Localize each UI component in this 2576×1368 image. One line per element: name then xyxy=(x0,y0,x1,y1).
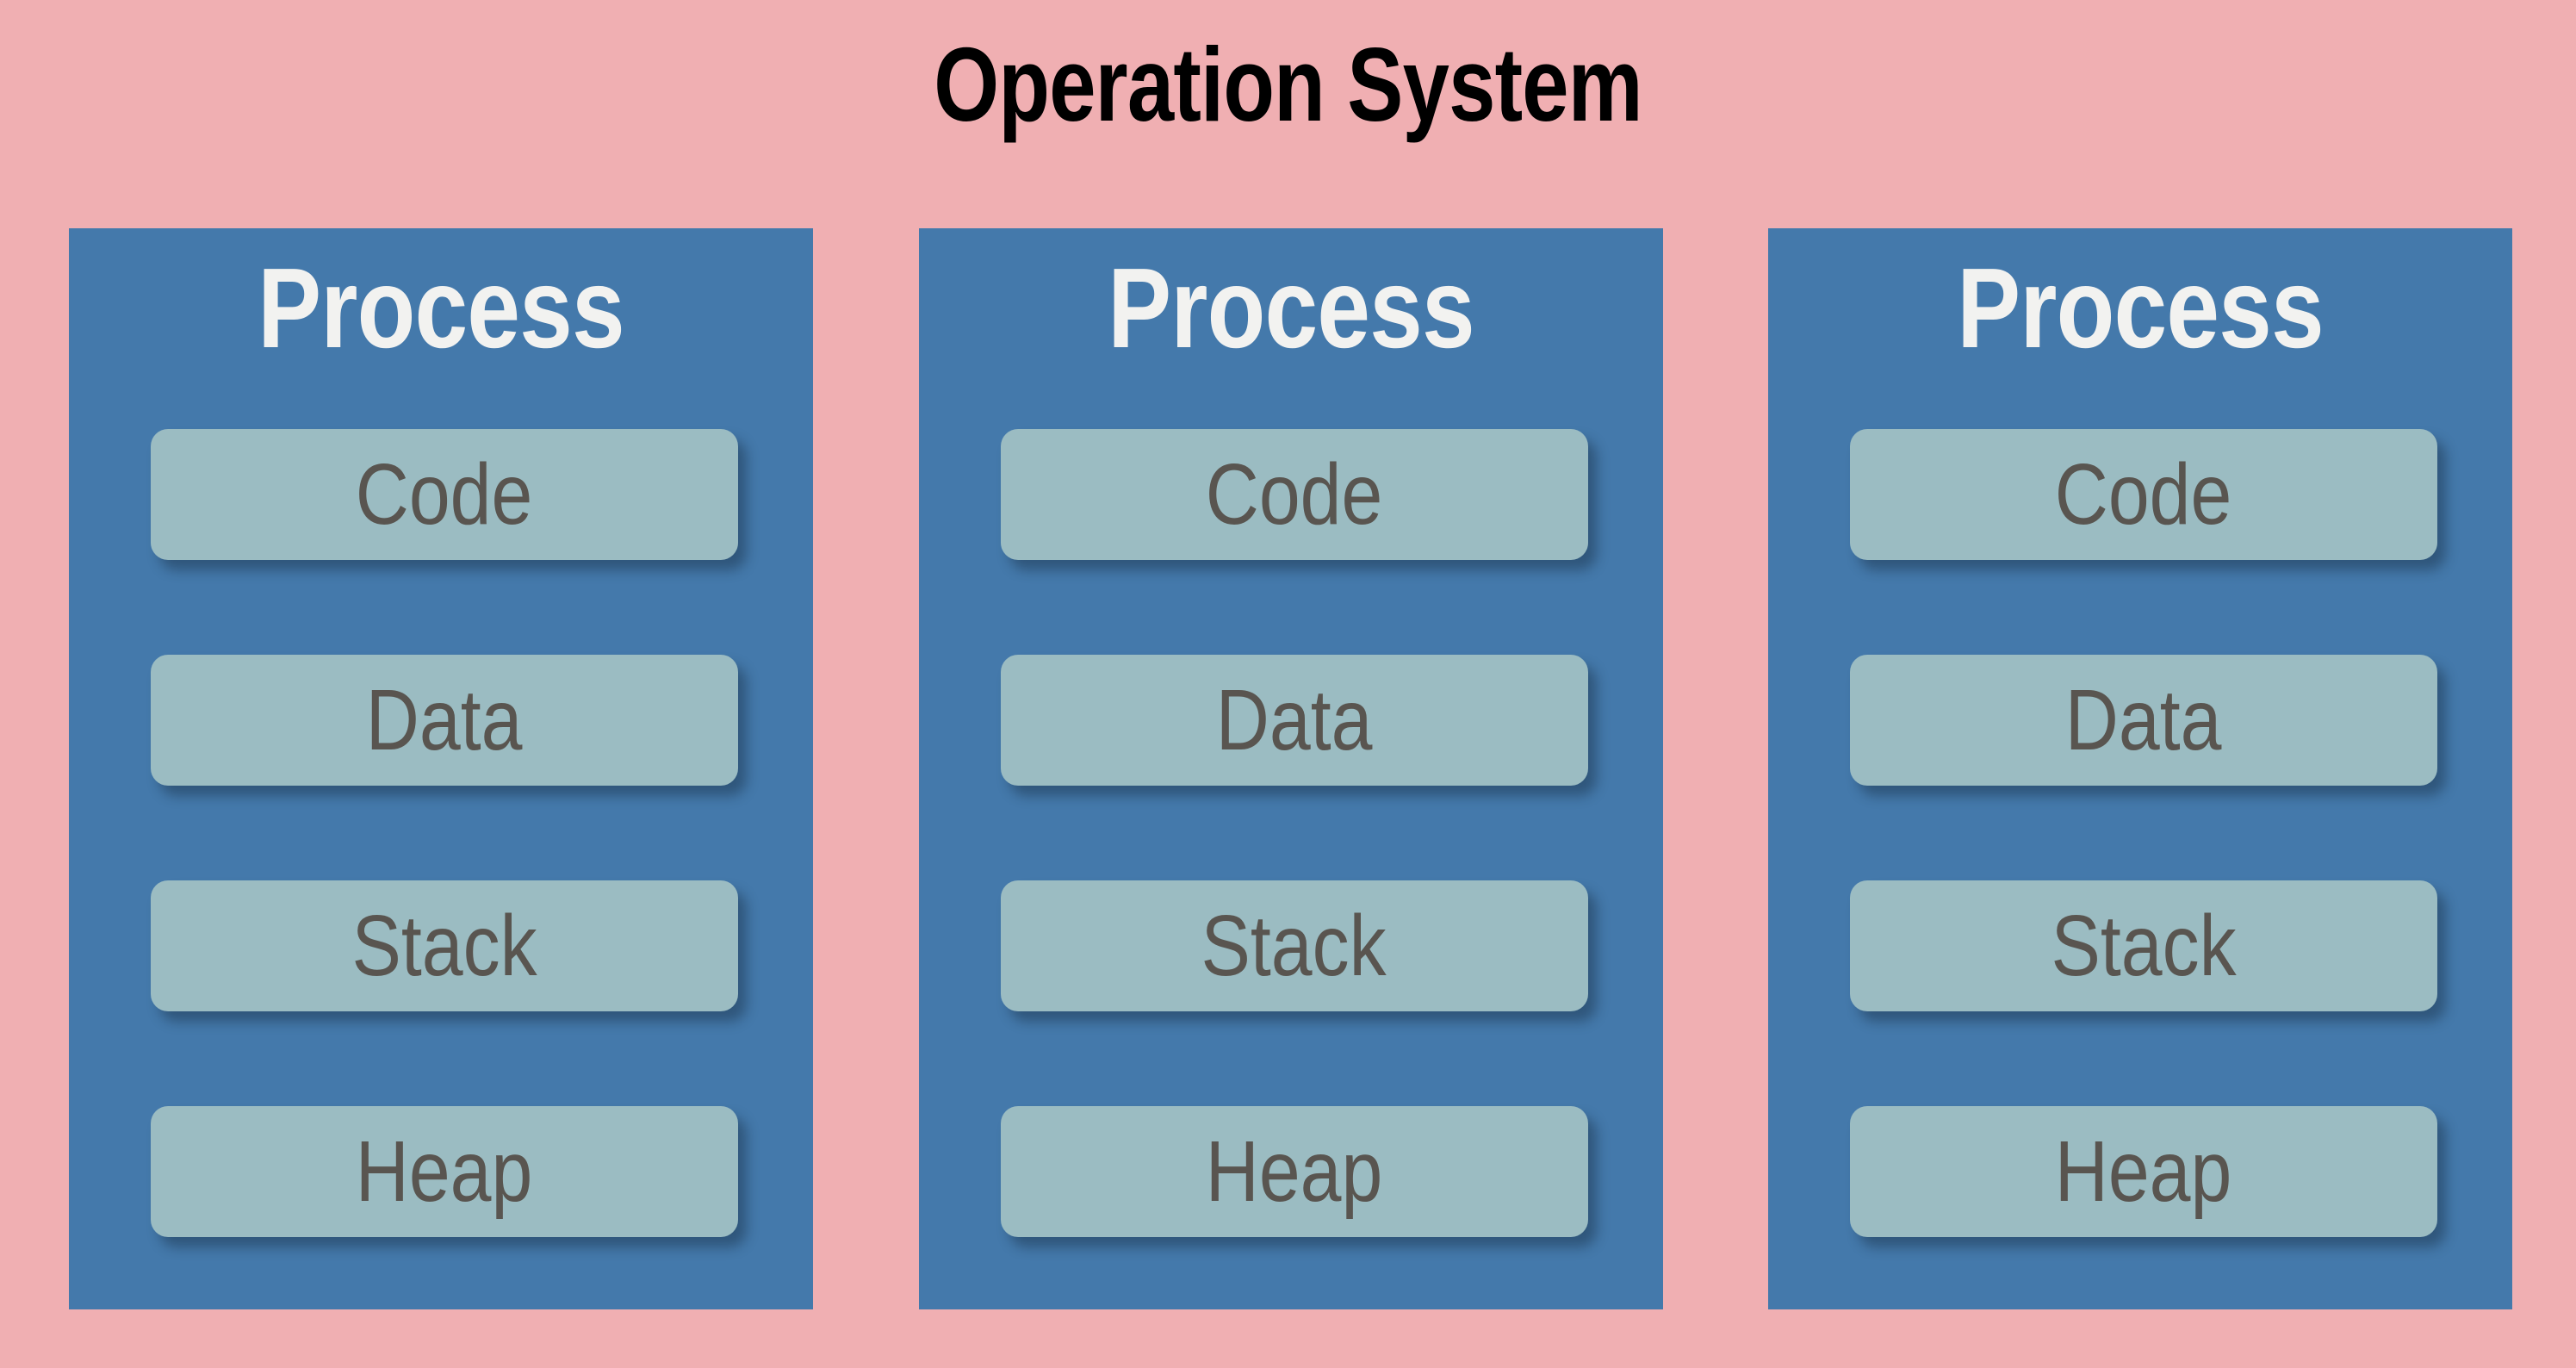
segment-label: Stack xyxy=(351,898,537,994)
segment-label: Data xyxy=(2065,672,2222,768)
segment-label: Stack xyxy=(1201,898,1387,994)
segment-label: Stack xyxy=(2051,898,2237,994)
segment-label: Code xyxy=(2055,446,2232,543)
process-list: Process Code Data Stack Heap Process xyxy=(69,228,2512,1309)
segment-heap: Heap xyxy=(151,1106,738,1237)
segment-stack: Stack xyxy=(1850,880,2437,1011)
segment-heap: Heap xyxy=(1850,1106,2437,1237)
process-heading: Process xyxy=(1107,245,1474,371)
segment-label: Heap xyxy=(356,1123,533,1220)
segment-label: Data xyxy=(366,672,523,768)
memory-segment-list: Code Data Stack Heap xyxy=(1850,429,2437,1237)
segment-label: Data xyxy=(1215,672,1373,768)
segment-code: Code xyxy=(1000,429,1588,560)
process-heading: Process xyxy=(1957,245,2324,371)
segment-stack: Stack xyxy=(1000,880,1588,1011)
memory-segment-list: Code Data Stack Heap xyxy=(1000,429,1588,1237)
segment-heap: Heap xyxy=(1000,1106,1588,1237)
page-title: Operation System xyxy=(934,26,1642,143)
segment-data: Data xyxy=(1850,655,2437,786)
process-panel-2: Process Code Data Stack Heap xyxy=(918,228,1663,1309)
segment-code: Code xyxy=(1850,429,2437,560)
process-panel-3: Process Code Data Stack Heap xyxy=(1768,228,2512,1309)
segment-label: Code xyxy=(1205,446,1383,543)
segment-data: Data xyxy=(1000,655,1588,786)
segment-label: Heap xyxy=(1205,1123,1383,1220)
segment-stack: Stack xyxy=(151,880,738,1011)
segment-label: Heap xyxy=(2055,1123,2232,1220)
segment-data: Data xyxy=(151,655,738,786)
segment-label: Code xyxy=(356,446,533,543)
memory-segment-list: Code Data Stack Heap xyxy=(151,429,738,1237)
segment-code: Code xyxy=(151,429,738,560)
process-panel-1: Process Code Data Stack Heap xyxy=(69,228,813,1309)
process-heading: Process xyxy=(258,245,624,371)
